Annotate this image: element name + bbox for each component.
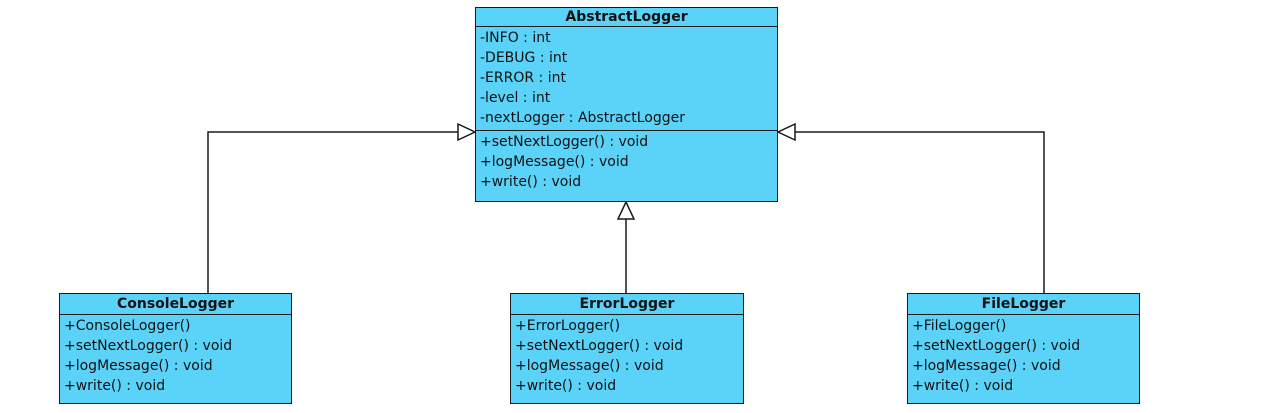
class-console-logger[interactable]: ConsoleLogger +ConsoleLogger() +setNextL… (59, 293, 292, 404)
class-name: ConsoleLogger (60, 294, 291, 315)
operation: +setNextLogger() : void (515, 338, 684, 354)
class-file-logger[interactable]: FileLogger +FileLogger() +setNextLogger(… (907, 293, 1140, 404)
attribute: -INFO : int (480, 30, 551, 46)
generalization-error-to-abstract (616, 200, 636, 293)
operation: +write() : void (64, 378, 166, 394)
class-name: ErrorLogger (511, 294, 743, 315)
operation: +logMessage() : void (912, 358, 1061, 374)
class-error-logger[interactable]: ErrorLogger +ErrorLogger() +setNextLogge… (510, 293, 744, 404)
class-name: FileLogger (908, 294, 1139, 315)
operation: +write() : void (515, 378, 617, 394)
operation: +setNextLogger() : void (64, 338, 233, 354)
attributes-compartment: -INFO : int -DEBUG : int -ERROR : int -l… (476, 27, 777, 131)
operation: +ConsoleLogger() (64, 318, 191, 334)
attribute: -DEBUG : int (480, 50, 568, 66)
operations-compartment: +ConsoleLogger() +setNextLogger() : void… (60, 315, 291, 396)
class-abstract-logger[interactable]: AbstractLogger -INFO : int -DEBUG : int … (475, 7, 778, 202)
class-name: AbstractLogger (476, 8, 777, 27)
operation: +write() : void (480, 174, 582, 190)
generalization-console-to-abstract (207, 122, 477, 293)
attribute: -level : int (480, 90, 551, 106)
operations-compartment: +setNextLogger() : void +logMessage() : … (476, 131, 777, 192)
connector-line-file (795, 131, 1045, 293)
operation: +logMessage() : void (480, 154, 629, 170)
operation: +setNextLogger() : void (912, 338, 1081, 354)
inheritance-arrowhead-left (457, 122, 477, 142)
operations-compartment: +ErrorLogger() +setNextLogger() : void +… (511, 315, 743, 396)
inheritance-arrowhead-right (776, 122, 796, 142)
generalization-file-to-abstract (776, 122, 1045, 293)
attribute: -nextLogger : AbstractLogger (480, 110, 685, 126)
attribute: -ERROR : int (480, 70, 566, 86)
inheritance-arrowhead-bottom (616, 200, 636, 220)
operation: +write() : void (912, 378, 1014, 394)
operation: +ErrorLogger() (515, 318, 621, 334)
operation: +FileLogger() (912, 318, 1007, 334)
operation: +logMessage() : void (515, 358, 664, 374)
connector-line-console (207, 131, 458, 293)
operations-compartment: +FileLogger() +setNextLogger() : void +l… (908, 315, 1139, 396)
operation: +logMessage() : void (64, 358, 213, 374)
operation: +setNextLogger() : void (480, 134, 649, 150)
